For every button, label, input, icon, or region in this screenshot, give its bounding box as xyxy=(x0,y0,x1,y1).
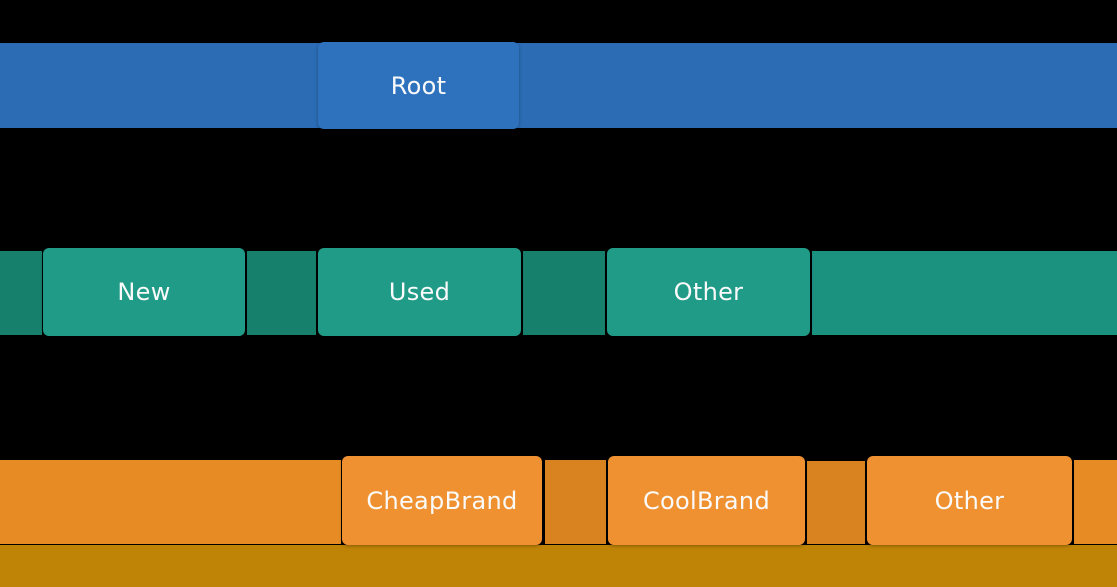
level-3-filler-segment xyxy=(1074,460,1117,544)
level-1-root-filler-segment xyxy=(0,43,1117,128)
level-3: CheapBrand CoolBrand Other xyxy=(0,456,1117,545)
node-label: CheapBrand xyxy=(366,486,518,515)
level-2-filler-segment xyxy=(247,251,316,335)
node-cheapbrand[interactable]: CheapBrand xyxy=(342,456,542,545)
level-4-clipped-strip xyxy=(0,545,1117,587)
level-2-filler-segment xyxy=(523,251,605,335)
node-new[interactable]: New xyxy=(43,248,245,336)
node-used[interactable]: Used xyxy=(318,248,521,336)
node-other[interactable]: Other xyxy=(607,248,810,336)
node-root[interactable]: Root xyxy=(318,42,519,129)
level-3-filler-segment xyxy=(0,460,341,544)
level-3-filler-segment xyxy=(807,461,865,544)
node-label: Root xyxy=(390,71,447,100)
node-label: Used xyxy=(388,278,451,306)
node-label: Other xyxy=(934,486,1005,515)
node-coolbrand[interactable]: CoolBrand xyxy=(608,456,805,545)
level-2-filler-segment xyxy=(812,251,1117,335)
level-2: New Used Other xyxy=(0,248,1117,336)
node-label: CoolBrand xyxy=(643,486,770,515)
node-label: New xyxy=(117,278,171,306)
node-label: Other xyxy=(673,278,744,306)
node-other[interactable]: Other xyxy=(867,456,1072,545)
level-4-clipped-strip-filler-segment xyxy=(0,545,1117,587)
level-3-filler-segment xyxy=(545,460,606,544)
level-2-filler-segment xyxy=(0,251,42,335)
level-1-root: Root xyxy=(0,42,1117,129)
